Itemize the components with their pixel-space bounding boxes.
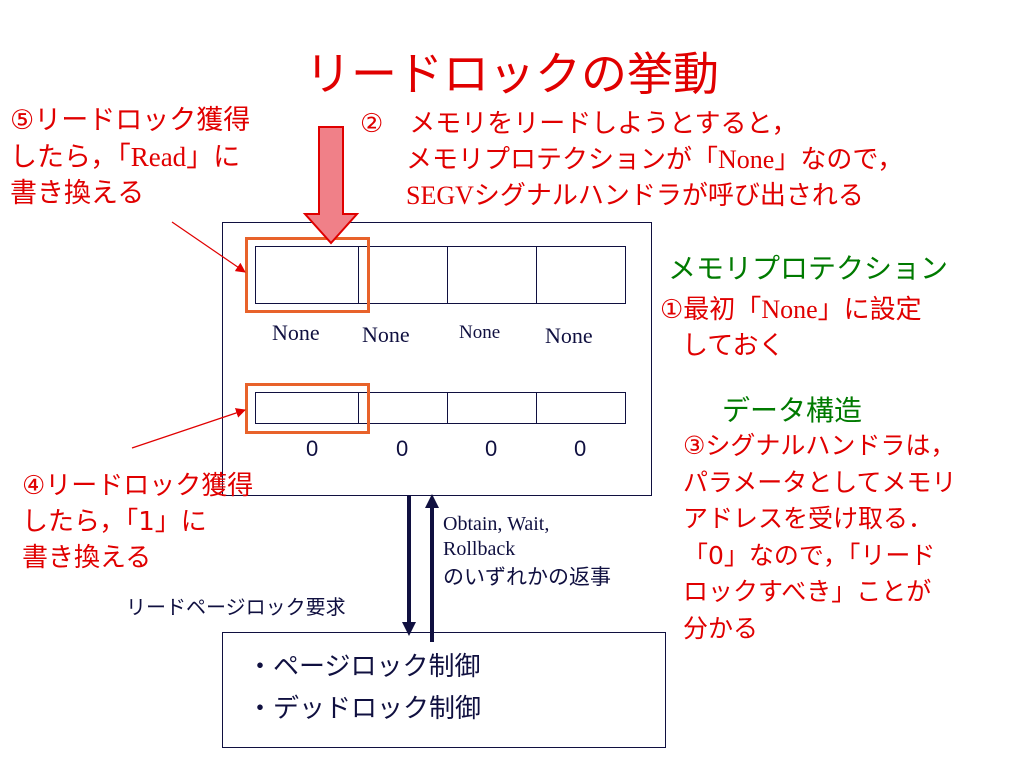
protection-cell-2 [358,246,448,304]
protection-cell-highlight [245,237,370,313]
value-label-3: 0 [485,436,498,461]
note-step3: ③シグナルハンドラは， パラメータとしてメモリ アドレスを受け取る． 「0」なの… [683,428,957,647]
data-structure-heading: データ構造 [722,394,863,427]
note-step1-line1: ①最初「None」に設定 [660,295,922,325]
note-step1-line2: しておく [682,331,785,361]
note-step5: ⑤リードロック獲得 したら，「Read」に 書き換える [10,103,250,212]
note-step3-line2: パラメータとしてメモリ [683,467,957,497]
reply-arrow-head [425,494,439,508]
note-step3-line6: 分かる [683,613,759,643]
request-label: リードページロック要求 [126,595,346,619]
note-step4: ④リードロック獲得 したら，「1」に 書き換える [22,468,253,576]
value-cell-3 [447,392,537,424]
value-cell-1 [255,392,359,424]
access-arrow [302,126,360,245]
protection-cell-4 [536,246,626,304]
note-step2-line3: SEGVシグナルハンドラが呼び出される [406,181,864,211]
note-step3-line1: ③シグナルハンドラは， [683,431,956,460]
note-step3-line3: アドレスを受け取る． [683,504,934,533]
protection-label-2: None [362,322,410,347]
protection-cell-1 [255,246,359,304]
memory-protection-heading: メモリプロテクション [668,252,949,285]
note-step1: ①最初「None」に設定 しておく [660,292,922,364]
note-step4-line1: ④リードロック獲得 [22,471,254,501]
value-label-1: 0 [306,436,319,461]
note-step3-line4: 「0」なので，「リード [683,540,936,570]
protection-label-4: None [545,323,593,348]
note-step5-line3: 書き換える [10,178,145,209]
note-step2-line1: ② メモリをリードしようとすると， [360,109,798,139]
note-step4-line2: したら，「1」に [22,507,207,537]
note-step5-line2: したら，「Read」に [10,142,241,173]
note-step2: ② メモリをリードしようとすると， メモリプロテクションが「None」なので， … [360,106,903,214]
value-label-2: 0 [396,436,409,461]
reply-label: Obtain, Wait, Rollback のいずれかの返事 [443,512,611,592]
note-step4-line3: 書き換える [22,543,152,573]
note-step5-line1: ⑤リードロック獲得 [10,105,251,136]
value-label-4: 0 [574,436,587,461]
reply-line3: のいずれかの返事 [443,565,611,589]
leader-line-step4 [131,408,246,449]
reply-line1: Obtain, Wait, [443,513,550,535]
protection-label-1: None [272,320,320,345]
value-cell-2 [358,392,448,424]
leader-line-step5 [171,221,246,273]
request-arrow-head [402,622,416,636]
reply-line2: Rollback [443,538,516,560]
page-title: リードロックの挙動 [305,47,719,101]
control-item-deadlock: ・デッドロック制御 [247,694,482,724]
note-step2-line2: メモリプロテクションが「None」なので， [406,145,904,175]
lock-control-box: ・ページロック制御 ・デッドロック制御 [222,632,666,748]
value-cell-4 [536,392,626,424]
control-item-page-lock: ・ページロック制御 [247,652,481,682]
protection-cell-3 [447,246,537,304]
protection-label-3: None [459,322,501,343]
value-cell-highlight [245,383,370,434]
note-step3-line5: ロックすべき」ことが [683,577,932,606]
